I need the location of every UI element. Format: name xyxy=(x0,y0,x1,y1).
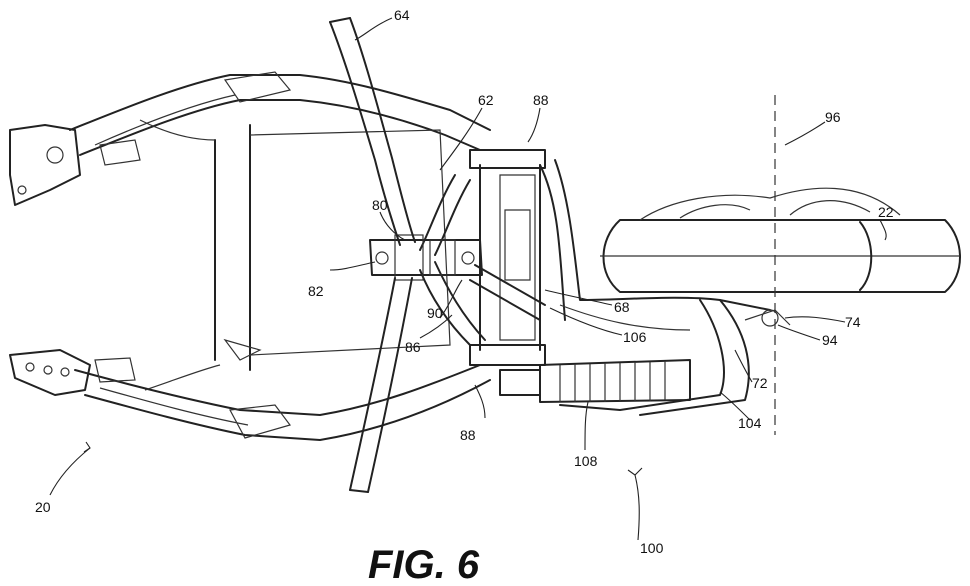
ref-94: 94 xyxy=(822,332,838,348)
ref-96: 96 xyxy=(825,109,841,125)
ref-88-top: 88 xyxy=(533,92,549,108)
rear-assembly xyxy=(499,95,961,435)
ref-90: 90 xyxy=(427,305,443,321)
ref-100: 100 xyxy=(640,540,664,556)
ref-88-bottom: 88 xyxy=(460,427,476,443)
ref-72: 72 xyxy=(752,375,768,391)
figure-caption: FIG. 6 xyxy=(368,543,480,586)
ref-68: 68 xyxy=(614,299,630,315)
ref-82: 82 xyxy=(308,283,324,299)
bar-member xyxy=(329,17,416,493)
ref-108: 108 xyxy=(574,453,598,469)
ref-106: 106 xyxy=(623,329,647,345)
ref-64: 64 xyxy=(394,7,410,23)
ref-86: 86 xyxy=(405,339,421,355)
ref-22: 22 xyxy=(878,204,894,220)
ref-74: 74 xyxy=(845,314,861,330)
ref-104: 104 xyxy=(738,415,762,431)
pivot-assembly xyxy=(369,149,546,366)
ref-20: 20 xyxy=(35,499,51,515)
ref-62: 62 xyxy=(478,92,494,108)
reference-numerals: 64 62 88 96 22 80 82 90 86 68 106 74 94 … xyxy=(35,7,894,556)
leader-lines xyxy=(49,17,887,541)
vehicle-frame xyxy=(9,71,491,441)
ref-80: 80 xyxy=(372,197,388,213)
